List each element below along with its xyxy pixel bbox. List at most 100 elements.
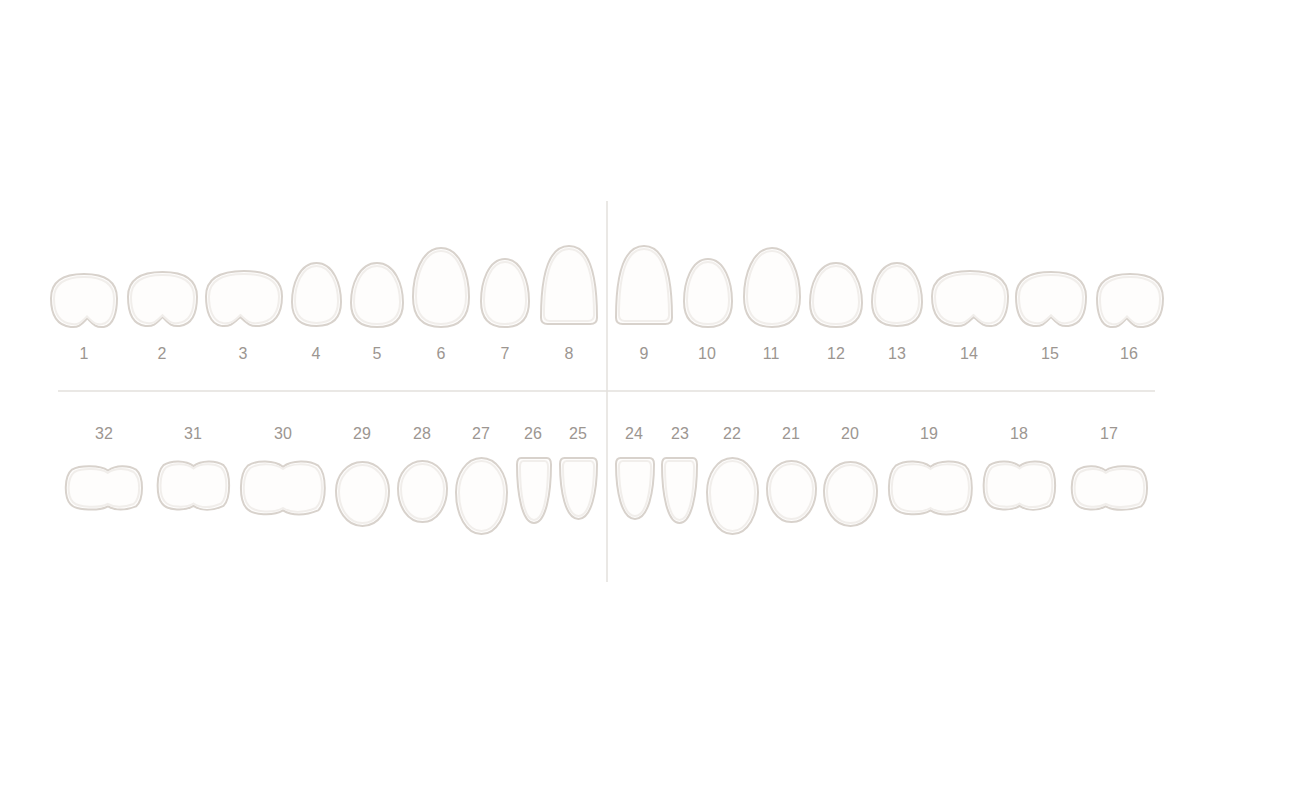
tooth: 19 <box>886 459 975 517</box>
tooth-shade <box>619 461 651 516</box>
tooth-shape <box>541 246 597 324</box>
tooth-outline <box>706 457 759 535</box>
tooth-number: 16 <box>1106 344 1152 364</box>
number-slot: 19 <box>906 424 952 444</box>
tooth-outline <box>350 262 404 328</box>
tooth-outline <box>931 270 1009 328</box>
tooth-shape <box>456 458 507 534</box>
number-slot: 11 <box>748 344 794 364</box>
tooth: 2 <box>127 271 198 328</box>
number-slot: 20 <box>827 424 873 444</box>
number-slot: 6 <box>418 344 464 364</box>
number-slot: 22 <box>709 424 755 444</box>
tooth-number: 25 <box>555 424 601 444</box>
tooth: 1 <box>50 273 118 329</box>
tooth-number: 32 <box>81 424 127 444</box>
tooth-number: 18 <box>996 424 1042 444</box>
number-slot: 27 <box>458 424 504 444</box>
tooth-shade <box>1019 275 1083 323</box>
number-slot: 18 <box>996 424 1042 444</box>
number-slot: 12 <box>813 344 859 364</box>
tooth-shade <box>892 464 969 511</box>
tooth-shape <box>616 246 672 324</box>
tooth-number: 21 <box>768 424 814 444</box>
tooth-shade <box>401 464 444 519</box>
tooth-outline <box>335 461 390 527</box>
tooth-shade <box>619 249 669 321</box>
tooth: 9 <box>615 245 673 325</box>
tooth-shape <box>767 461 816 522</box>
number-slot: 13 <box>874 344 920 364</box>
tooth-outline <box>50 273 118 329</box>
tooth-outline <box>127 271 198 328</box>
tooth-outline <box>886 459 975 517</box>
number-slot: 30 <box>260 424 306 444</box>
tooth-number: 12 <box>813 344 859 364</box>
tooth: 18 <box>981 459 1058 512</box>
tooth-number: 17 <box>1086 424 1132 444</box>
tooth-shape <box>51 274 117 327</box>
number-slot: 25 <box>555 424 601 444</box>
tooth-shade <box>339 465 386 523</box>
tooth-outline <box>615 245 673 325</box>
number-slot: 16 <box>1106 344 1152 364</box>
tooth-shade <box>69 469 140 507</box>
tooth: 21 <box>766 460 817 523</box>
number-slot: 24 <box>611 424 657 444</box>
tooth-shade <box>827 465 874 523</box>
tooth-shade <box>54 277 114 324</box>
tooth: 14 <box>931 270 1009 328</box>
tooth-shape <box>398 461 447 522</box>
tooth-outline <box>1069 464 1150 512</box>
number-slot: 3 <box>220 344 266 364</box>
tooth-shade <box>520 461 548 520</box>
tooth-number: 27 <box>458 424 504 444</box>
number-slot: 26 <box>510 424 556 444</box>
number-slot: 32 <box>81 424 127 444</box>
tooth-shade <box>813 266 859 324</box>
tooth-shape <box>128 272 197 326</box>
tooth-outline <box>397 460 448 523</box>
tooth-shape <box>336 462 389 526</box>
tooth-shade <box>1100 277 1160 324</box>
tooth-shade <box>665 461 694 520</box>
tooth-number: 5 <box>354 344 400 364</box>
tooth-shade <box>987 464 1053 507</box>
tooth-number: 9 <box>621 344 667 364</box>
tooth-shade <box>710 461 755 531</box>
tooth-shade <box>770 464 813 519</box>
tooth-shape <box>616 458 654 519</box>
tooth-number: 22 <box>709 424 755 444</box>
tooth-number: 24 <box>611 424 657 444</box>
number-slot: 23 <box>657 424 703 444</box>
tooth-shape <box>158 461 229 509</box>
tooth-number: 2 <box>139 344 185 364</box>
tooth: 13 <box>871 262 923 327</box>
tooth-shade <box>161 464 227 507</box>
tooth-outline <box>661 457 698 524</box>
tooth-shape <box>241 462 325 515</box>
tooth-outline <box>683 258 733 328</box>
tooth-outline <box>412 247 470 328</box>
tooth-shape <box>889 462 972 515</box>
tooth: 20 <box>823 461 878 527</box>
number-slot: 5 <box>354 344 400 364</box>
tooth-shape <box>824 462 877 526</box>
tooth-shape <box>481 259 529 327</box>
tooth-shape <box>517 458 551 523</box>
tooth-shape <box>684 259 732 327</box>
tooth-outline <box>291 262 342 327</box>
tooth-outline <box>871 262 923 327</box>
number-slot: 31 <box>170 424 216 444</box>
tooth-outline <box>809 262 863 328</box>
tooth-number: 11 <box>748 344 794 364</box>
tooth-shape <box>707 458 758 534</box>
tooth-outline <box>743 247 801 328</box>
tooth: 5 <box>350 262 404 328</box>
tooth-outline <box>1015 271 1087 328</box>
tooth: 7 <box>480 258 530 328</box>
tooth-number: 13 <box>874 344 920 364</box>
tooth-shape <box>413 248 469 327</box>
number-slot: 9 <box>621 344 667 364</box>
